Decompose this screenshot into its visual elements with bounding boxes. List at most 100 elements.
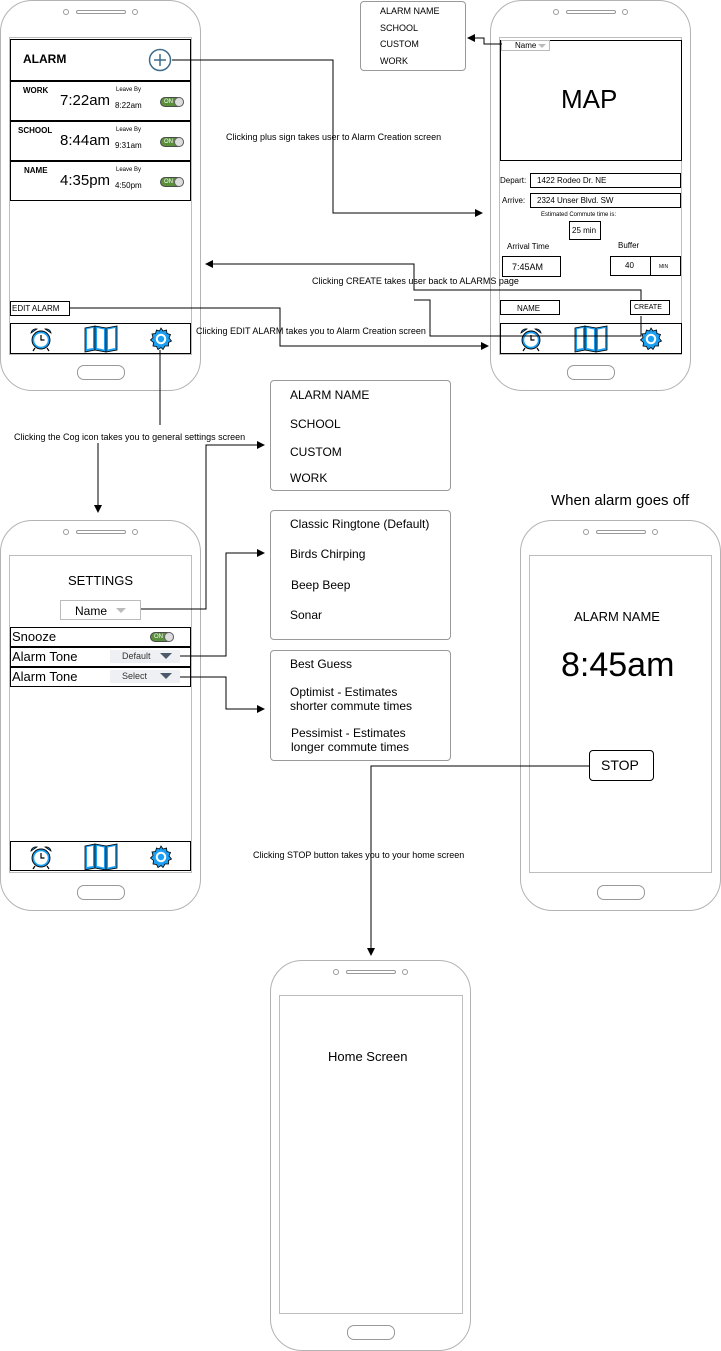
leave-time: 8:22am — [115, 101, 142, 110]
estimate-to-popup-arrow — [180, 676, 265, 713]
tone-to-popup-arrow — [180, 549, 265, 657]
popup-option[interactable]: CUSTOM — [380, 39, 419, 49]
alarm-clock-icon[interactable] — [28, 326, 54, 357]
toggle-knob — [174, 137, 184, 147]
dropdown-arrow-icon — [116, 608, 126, 613]
cog-caption: Clicking the Cog icon takes you to gener… — [14, 432, 246, 442]
ringing-screen — [529, 555, 712, 873]
alarm-name: WORK — [23, 86, 49, 95]
dropdown-arrow-icon — [160, 673, 172, 679]
create-button[interactable] — [630, 300, 670, 315]
buffer-unit: MIN — [659, 264, 669, 270]
plus-caption: Clicking plus sign takes user to Alarm C… — [226, 132, 442, 142]
map-icon[interactable] — [574, 325, 608, 358]
popup-option[interactable]: SCHOOL — [380, 23, 419, 33]
alarm-tone-label: Alarm Tone — [12, 649, 78, 664]
estimate-select[interactable]: Select — [110, 670, 180, 683]
popup-option[interactable]: ALARM NAME — [290, 388, 370, 402]
popup-option[interactable]: SCHOOL — [290, 417, 341, 431]
alarm-time: 7:22am — [60, 92, 111, 109]
popup-option[interactable]: WORK — [380, 56, 408, 66]
home-button[interactable] — [597, 885, 645, 900]
alarm-toggle[interactable]: ON — [160, 177, 184, 187]
camera — [652, 529, 658, 535]
camera — [402, 969, 408, 975]
ringtone-option[interactable]: Beep Beep — [291, 578, 351, 592]
camera — [622, 9, 628, 15]
arrive-field[interactable] — [530, 193, 681, 208]
buffer-field[interactable] — [610, 256, 681, 276]
gear-icon[interactable] — [639, 327, 663, 356]
alarm-clock-icon[interactable] — [28, 844, 54, 875]
settings-name-dropdown[interactable]: Name — [60, 600, 141, 620]
home-button[interactable] — [77, 365, 125, 380]
alarm-time: 8:44am — [60, 132, 111, 149]
estimate-option[interactable]: Best Guess — [290, 657, 353, 671]
estimate-option[interactable]: Optimist - Estimates — [290, 685, 398, 699]
plus-circle-icon[interactable] — [148, 48, 172, 77]
alarm-name-popup — [270, 380, 451, 491]
alarm-toggle[interactable]: ON — [160, 97, 184, 107]
ringing-alarm-name: ALARM NAME — [574, 609, 660, 624]
gear-icon[interactable] — [149, 845, 173, 874]
buffer-value: 40 — [625, 261, 634, 270]
popup-option[interactable]: CUSTOM — [290, 445, 342, 459]
name-button-label: NAME — [517, 304, 541, 313]
popup-option[interactable]: ALARM NAME — [380, 6, 440, 16]
name-to-popup-arrow — [141, 441, 265, 610]
leave-time: 9:31am — [115, 141, 142, 150]
edit-alarm-label: EDIT ALARM — [12, 304, 60, 313]
home-phone — [270, 960, 471, 1351]
commute-value-box — [569, 221, 601, 240]
toggle-label: ON — [164, 179, 173, 185]
home-screen-label: Home Screen — [328, 1049, 408, 1064]
arrival-time-value: 7:45AM — [512, 262, 544, 272]
alarm-time: 4:35pm — [60, 172, 111, 189]
alarm-list-screen — [9, 37, 192, 355]
stop-button[interactable] — [589, 750, 654, 781]
alarm-toggle[interactable]: ON — [160, 137, 184, 147]
home-button[interactable] — [77, 885, 125, 900]
home-screen — [279, 995, 463, 1314]
alarm-tone-select[interactable]: Default — [110, 650, 180, 663]
ringtone-option[interactable]: Classic Ringtone (Default) — [290, 517, 430, 531]
depart-value: 1422 Rodeo Dr. NE — [537, 176, 607, 185]
home-button[interactable] — [567, 365, 615, 380]
estimate-popup — [270, 650, 451, 761]
ringing-phone — [520, 520, 721, 911]
home-button[interactable] — [347, 1325, 395, 1340]
camera — [63, 9, 69, 15]
toggle-label: ON — [154, 634, 163, 640]
popup-option[interactable]: WORK — [290, 471, 328, 485]
name-dropdown[interactable]: Name — [501, 40, 550, 51]
arrival-time-field[interactable] — [502, 256, 561, 277]
map-area[interactable] — [500, 40, 682, 161]
speaker — [566, 10, 616, 14]
arrival-time-label: Arrival Time — [507, 242, 550, 251]
ringtone-option[interactable]: Sonar — [290, 608, 323, 622]
ringtone-popup — [270, 510, 451, 640]
alarm-row[interactable] — [10, 161, 191, 201]
edit-alarm-button[interactable] — [10, 301, 70, 316]
estimate-option-detail: shorter commute times — [290, 699, 413, 713]
gear-icon[interactable] — [149, 327, 173, 356]
depart-field[interactable] — [530, 173, 681, 188]
speaker — [76, 530, 126, 534]
settings-screen — [9, 555, 192, 873]
map-icon[interactable] — [84, 325, 118, 358]
ringing-time: 8:45am — [561, 646, 675, 684]
snooze-toggle[interactable]: ON — [150, 632, 174, 642]
estimate-option[interactable]: Pessimist - Estimates — [291, 726, 406, 740]
speaker — [346, 970, 396, 974]
name-button[interactable] — [500, 300, 560, 315]
map-icon[interactable] — [84, 843, 118, 876]
ringtone-option[interactable]: Birds Chirping — [290, 547, 366, 561]
stop-to-home-arrow — [367, 765, 589, 956]
toggle-knob — [174, 97, 184, 107]
alarm-name: SCHOOL — [18, 126, 53, 135]
speaker — [596, 530, 646, 534]
alarm-tone-label: Alarm Tone — [12, 669, 78, 684]
stop-button-label: STOP — [601, 757, 639, 773]
name-dropdown-label: Name — [515, 41, 537, 50]
alarm-name: NAME — [24, 166, 48, 175]
